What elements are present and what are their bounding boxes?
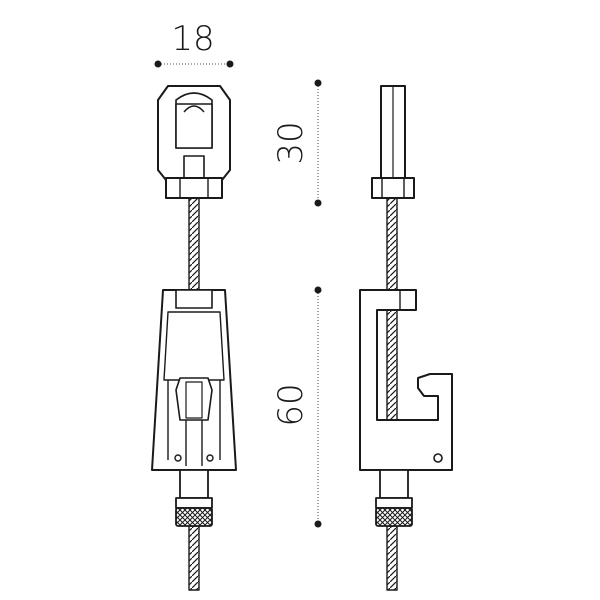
side-inner-cable — [386, 309, 398, 421]
width-dimension-label: 18 — [171, 19, 214, 59]
bottom-height-dimension-label: 60 — [271, 383, 311, 426]
side-lower-cable — [386, 525, 398, 591]
front-knurled-screw — [175, 507, 213, 527]
side-release-nut — [375, 469, 413, 527]
side-knurled-screw — [375, 507, 413, 527]
dimension-dot — [314, 286, 322, 294]
width-dimension: 18 — [154, 19, 234, 68]
side-rod-head — [371, 85, 415, 199]
front-upper-cable — [188, 195, 200, 293]
dimension-dot — [314, 520, 322, 528]
front-gripper-body — [151, 289, 237, 471]
bottom-height-dimension: 60 — [271, 286, 322, 528]
side-hook-body — [359, 289, 453, 471]
front-release-nut — [175, 469, 213, 527]
front-lower-cable — [188, 525, 200, 591]
front-ring-head — [157, 85, 231, 199]
dimension-dot — [226, 60, 234, 68]
side-view — [359, 85, 453, 591]
dimension-dot — [314, 79, 322, 87]
side-upper-cable — [386, 195, 398, 293]
dimension-dot — [154, 60, 162, 68]
top-height-dimension: 30 — [271, 79, 322, 207]
front-view — [151, 85, 237, 591]
dimension-dot — [314, 199, 322, 207]
top-height-dimension-label: 30 — [271, 121, 311, 164]
